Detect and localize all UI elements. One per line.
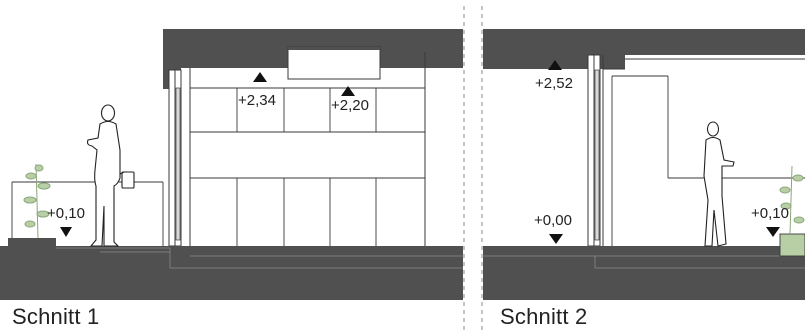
level-label: +2,52	[535, 75, 573, 92]
person-figure-2	[703, 121, 735, 247]
level-label: +2,34	[238, 92, 276, 109]
level-label: +0,10	[751, 205, 789, 222]
level-label: +0,10	[47, 205, 85, 222]
floor-slab-2	[483, 246, 805, 300]
section-2: +2,52 +0,00 +0,10	[483, 29, 805, 300]
level-label: +0,00	[534, 212, 572, 229]
level-marker-up	[341, 86, 355, 96]
floor-slab-1	[0, 246, 463, 300]
level-marker-down	[60, 227, 72, 237]
level-marker-up	[548, 60, 562, 70]
section-title-1: Schnitt 1	[12, 304, 100, 329]
terrace-railing	[11, 181, 164, 246]
ceiling-step	[287, 46, 381, 80]
plant-2	[779, 165, 805, 235]
cabinet-wall	[190, 87, 425, 246]
section-title-2: Schnitt 2	[500, 304, 588, 329]
planter	[779, 233, 805, 257]
level-marker-down	[766, 227, 780, 237]
level-label: +2,20	[331, 97, 369, 114]
plant-1	[23, 163, 51, 239]
level-marker-up	[253, 72, 267, 82]
section-1: +0,10 +2,34 +2,20	[0, 29, 463, 300]
interior-wall-2	[611, 75, 805, 246]
level-marker-down	[549, 234, 563, 244]
section-divider	[463, 6, 483, 330]
person-figure-1	[86, 104, 135, 247]
